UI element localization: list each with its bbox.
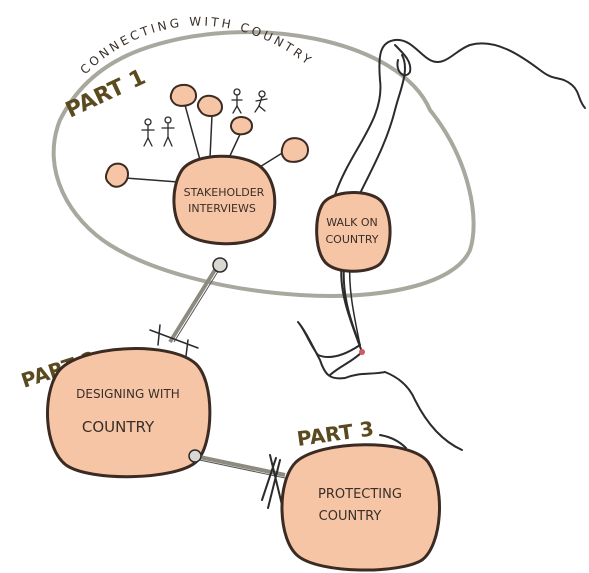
protecting-line2: COUNTRY xyxy=(319,509,382,524)
coastline-top xyxy=(334,38,586,196)
walk-on-country-node xyxy=(315,191,392,273)
connector-part2-part3 xyxy=(188,449,286,509)
walk-line1: WALK ON xyxy=(326,216,378,229)
person-icon xyxy=(231,88,243,114)
people-icons xyxy=(141,88,268,147)
stakeholder-line2: INTERVIEWS xyxy=(188,202,256,215)
designing-line2: COUNTRY xyxy=(82,418,155,436)
stakeholder-icons xyxy=(104,83,310,188)
person-icon xyxy=(254,90,268,113)
stakeholder-blob-right xyxy=(280,137,310,163)
river-teal xyxy=(349,54,406,216)
stakeholder-line1: STAKEHOLDER xyxy=(184,186,265,199)
person-icon xyxy=(161,116,175,147)
stakeholder-blob-top-2 xyxy=(196,94,224,117)
person-icon xyxy=(141,118,155,147)
designing-line1: DESIGNING WITH xyxy=(76,387,180,401)
stakeholder-interviews-node xyxy=(172,154,277,246)
part3-tick xyxy=(379,434,407,449)
walk-line2: COUNTRY xyxy=(326,233,379,246)
river-point xyxy=(359,349,365,355)
part1-label: PART 1 xyxy=(62,65,150,124)
river-red xyxy=(329,261,363,376)
connector-part1-part2 xyxy=(149,257,228,357)
stakeholder-blob-top-3 xyxy=(230,116,254,136)
stakeholder-blob-left xyxy=(104,162,130,188)
river-outline xyxy=(394,44,412,77)
stakeholder-blob-top-1 xyxy=(169,83,197,107)
part1-boundary-loop xyxy=(51,30,476,298)
designing-with-country-node xyxy=(46,347,212,479)
arc-title: CONNECTING WITH COUNTRY xyxy=(77,14,315,77)
protecting-country-node xyxy=(280,443,441,572)
coastline-lower xyxy=(297,254,463,451)
protecting-line1: PROTECTING xyxy=(318,487,402,502)
